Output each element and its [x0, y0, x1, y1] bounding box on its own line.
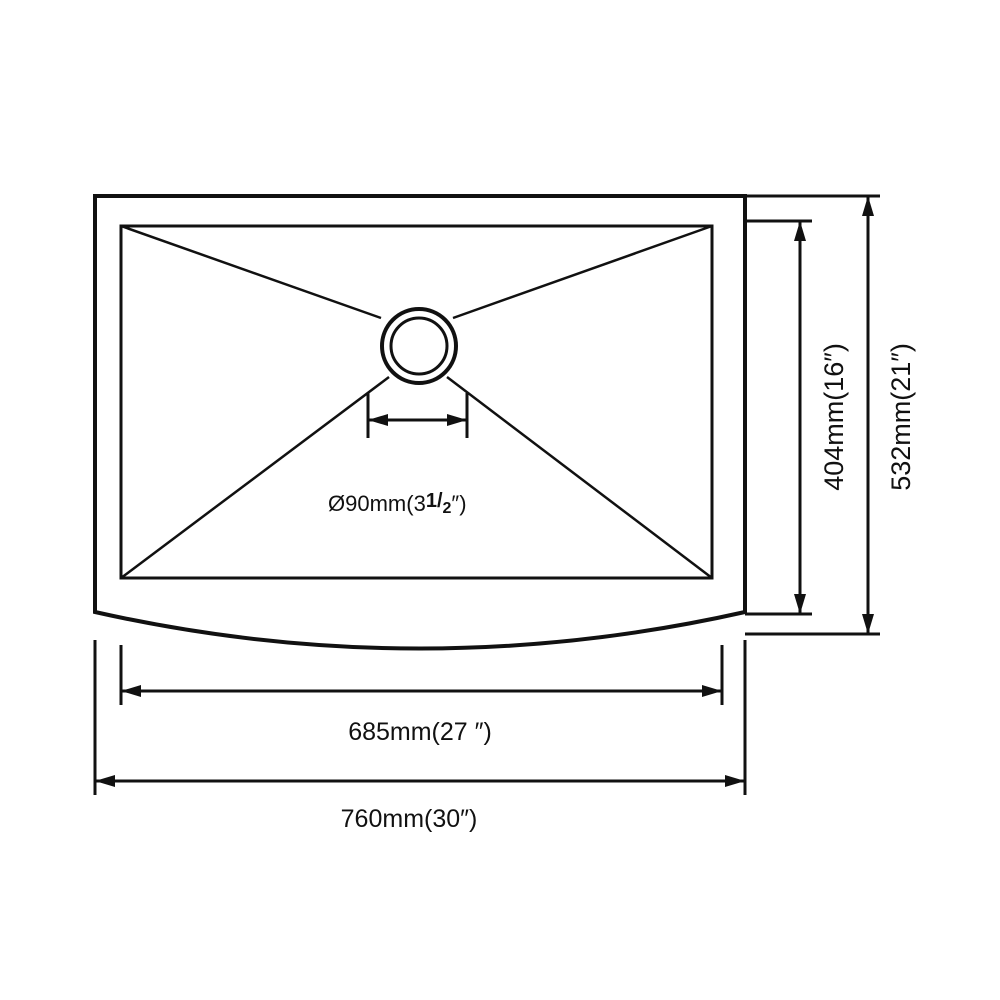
- drain-label-main: 90mm(3: [345, 491, 426, 516]
- basin-slope-line: [120, 376, 390, 579]
- outer-width-label: 760mm(30″): [341, 805, 478, 833]
- basin-slope-line: [452, 224, 713, 320]
- drain-frac-den: 2: [443, 500, 452, 517]
- basin-slope-line: [446, 376, 713, 579]
- drain-diameter-label: Ø90mm(31/2″): [328, 490, 467, 517]
- drain-frac-num: 1: [426, 490, 437, 512]
- drain-outer-ring: [380, 307, 458, 385]
- outer-depth-label: 532mm(21″): [886, 343, 916, 491]
- diameter-symbol: Ø: [328, 491, 345, 516]
- sink-outer-outline: [93, 194, 747, 651]
- drain-label-close: ″): [451, 491, 466, 516]
- sink-basin-outline: [119, 224, 714, 580]
- drain-frac-slash: /: [437, 490, 443, 512]
- inner-width-label: 685mm(27 ″): [348, 718, 492, 746]
- drain-inner-ring: [389, 316, 449, 376]
- basin-slope-line: [120, 224, 382, 320]
- inner-depth-label: 404mm(16″): [819, 343, 849, 491]
